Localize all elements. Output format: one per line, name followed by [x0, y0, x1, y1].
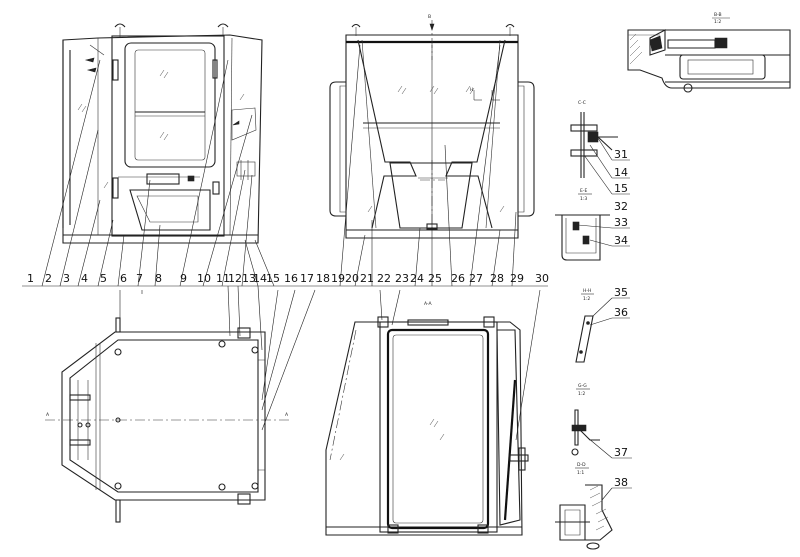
side-view [62, 23, 263, 244]
section-h-h-scale: 1:2 [583, 296, 590, 302]
part-label-35: 35 [614, 286, 628, 299]
part-label-36: 36 [614, 306, 628, 319]
part-label-7: 7 [136, 272, 143, 285]
part-label-30: 30 [535, 272, 549, 285]
part-label-29: 29 [510, 272, 524, 285]
section-g-g-label: G-G [578, 383, 587, 389]
section-a-a: A-A [325, 301, 529, 536]
part-label-12: 12 [228, 272, 242, 285]
part-label-17: 17 [300, 272, 314, 285]
section-h-h-label: H-H [583, 288, 591, 294]
part-label-10: 10 [197, 272, 211, 285]
part-label-8: 8 [155, 272, 162, 285]
section-c-c-label: C-C [578, 100, 586, 106]
part-label-9: 9 [180, 272, 187, 285]
part-label-15: 15 [266, 272, 280, 285]
part-label-2: 2 [45, 272, 52, 285]
part-label-14b: 14 [614, 166, 628, 179]
part-label-34: 34 [614, 234, 628, 247]
part-label-26: 26 [451, 272, 465, 285]
part-label-15b: 15 [614, 182, 628, 195]
section-b-b-scale: 1:2 [714, 19, 721, 25]
cut-mark-b: B [428, 14, 431, 20]
cut-mark-h: H [470, 87, 473, 93]
part-label-31: 31 [614, 148, 628, 161]
cut-mark-a-left: A [46, 412, 50, 418]
section-e-e-label: E-E [580, 188, 587, 194]
section-b-b: B-B 1:2 [627, 12, 791, 93]
part-label-20: 20 [345, 272, 359, 285]
section-b-b-label: B-B [714, 12, 722, 18]
part-label-14: 14 [253, 272, 267, 285]
part-label-38: 38 [614, 476, 628, 489]
part-label-16: 16 [284, 272, 298, 285]
part-label-27: 27 [469, 272, 483, 285]
part-label-3: 3 [63, 272, 70, 285]
section-d-d: D-D 1:1 [555, 462, 613, 550]
section-a-a-label: A-A [424, 301, 433, 307]
part-label-24: 24 [410, 272, 424, 285]
leader-lines [22, 44, 632, 501]
part-label-22: 22 [377, 272, 391, 285]
part-label-1: 1 [27, 272, 34, 285]
part-label-18: 18 [316, 272, 330, 285]
part-label-23: 23 [395, 272, 409, 285]
plan-view: A A [45, 317, 290, 523]
part-label-5: 5 [100, 272, 107, 285]
part-label-6: 6 [120, 272, 127, 285]
part-number-labels: 1 2 3 4 5 6 7 8 9 10 11 12 13 14 15 16 1… [27, 148, 628, 489]
section-h-h: H-H 1:2 [575, 288, 594, 363]
section-d-d-label: D-D [577, 462, 586, 468]
part-label-25: 25 [428, 272, 442, 285]
section-c-c: C-C [570, 100, 618, 178]
part-label-13: 13 [242, 272, 256, 285]
part-label-21: 21 [360, 272, 374, 285]
part-label-4: 4 [81, 272, 88, 285]
section-d-d-scale: 1:1 [577, 470, 584, 476]
part-label-32: 32 [614, 200, 628, 213]
part-label-11: 11 [216, 272, 230, 285]
part-label-33: 33 [614, 216, 628, 229]
section-e-e-scale: 1:3 [580, 196, 587, 202]
part-label-19: 19 [331, 272, 345, 285]
part-label-37: 37 [614, 446, 628, 459]
section-e-e: E-E 1:3 [555, 188, 610, 261]
cut-mark-a-right: A [285, 412, 289, 418]
part-label-28: 28 [490, 272, 504, 285]
section-g-g-scale: 1:2 [578, 391, 585, 397]
